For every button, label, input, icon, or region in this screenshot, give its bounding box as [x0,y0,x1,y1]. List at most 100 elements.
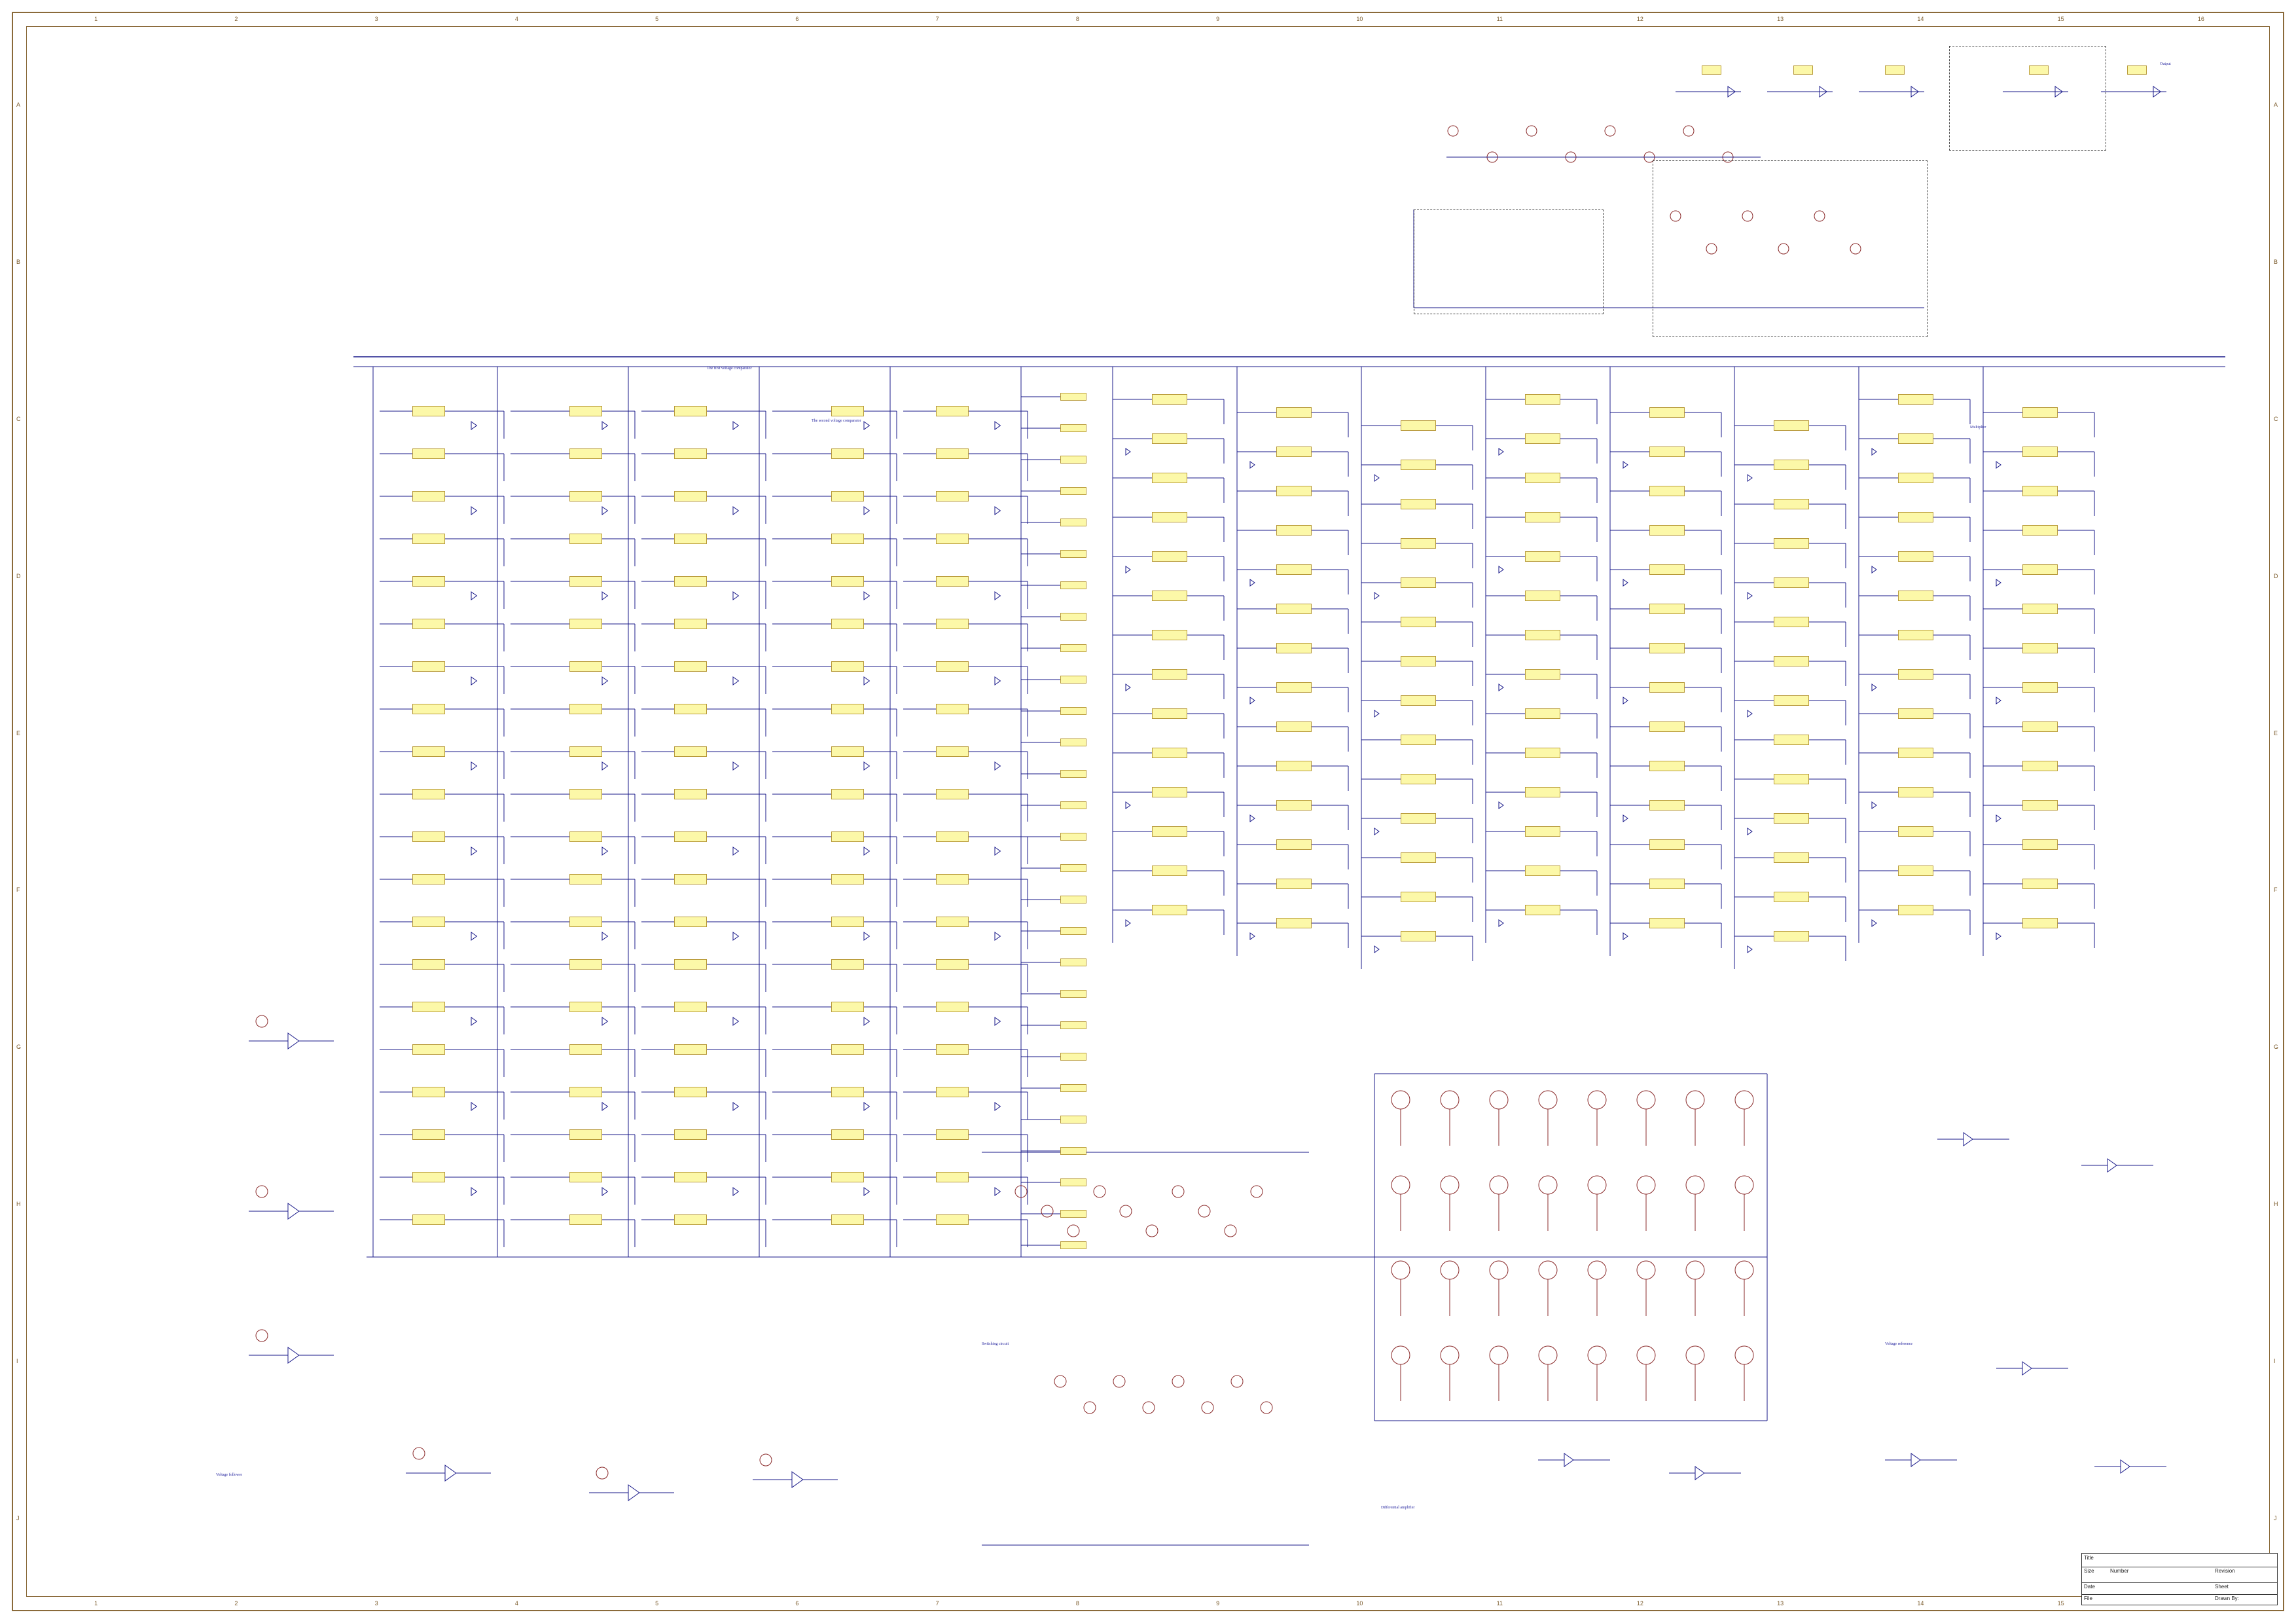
transistor-symbol [1538,1260,1558,1280]
column-marker-1-bottom: 1 [94,1600,98,1607]
op-amp-symbol [1871,448,1877,456]
comparator-block [1774,420,1809,431]
transistor-symbol [759,1453,772,1467]
op-amp-symbol [1871,919,1877,927]
label-voltage-follower: Voltage follower [216,1473,243,1477]
op-amp-symbol [471,676,478,685]
comparator-block [674,1087,707,1097]
op-amp-symbol [1249,814,1255,822]
row-marker-J-left: J [16,1515,20,1522]
column-marker-13-bottom: 13 [1777,1600,1784,1607]
op-amp-symbol [2022,1361,2032,1376]
column-marker-2-top: 2 [234,16,238,22]
op-amp-symbol [1374,474,1380,482]
comparator-block [1898,669,1933,680]
op-amp-symbol [732,932,740,941]
op-amp-symbol [1498,684,1504,691]
comparator-block [831,448,864,459]
comparator-block [1060,1178,1086,1186]
column-marker-9-top: 9 [1216,16,1220,22]
comparator-block [1525,787,1560,797]
op-amp-symbol [1498,566,1504,574]
comparator-block [569,746,602,757]
comparator-block [1276,682,1312,693]
comparator-block [936,831,969,842]
comparator-block [1060,927,1086,935]
comparator-block [936,1214,969,1225]
transistor-symbol [1670,210,1681,222]
comparator-block [1060,613,1086,621]
row-marker-F-right: F [2274,886,2278,894]
comparator-block [2022,721,2058,732]
comparator-block [936,619,969,629]
op-amp-symbol [994,506,1001,515]
op-amp-symbol [1623,579,1628,587]
transistor-symbol [1636,1090,1656,1110]
comparator-block [1060,393,1086,401]
comparator-block [569,1172,602,1182]
comparator-block [2022,525,2058,536]
comparator-block [1276,643,1312,653]
row-marker-B-right: B [2274,258,2278,265]
column-marker-5-top: 5 [655,16,659,22]
comparator-block [674,831,707,842]
op-amp-symbol [1498,919,1504,927]
transistor-symbol [1489,1345,1509,1365]
row-marker-E-right: E [2274,729,2278,737]
comparator-block [1152,708,1187,719]
op-amp-symbol [601,1102,609,1111]
comparator-block [674,448,707,459]
column-marker-14-bottom: 14 [1917,1600,1924,1607]
transistor-symbol [1538,1090,1558,1110]
title-block-number-label: Number [2110,1568,2129,1574]
transistor-symbol [1636,1175,1656,1195]
sheet-inner-frame [26,26,2270,1597]
op-amp-symbol [287,1032,300,1049]
comparator-block [1774,617,1809,627]
comparator-block [412,789,445,799]
transistor-symbol [1636,1260,1656,1280]
column-marker-5-bottom: 5 [655,1600,659,1607]
comparator-block [1060,644,1086,652]
column-marker-11-bottom: 11 [1496,1600,1503,1607]
op-amp-symbol [732,421,740,430]
row-marker-B-left: B [16,258,21,265]
comparator-block [1060,581,1086,589]
comparator-block [1774,813,1809,824]
comparator-block [569,491,602,501]
label-first-comparator: The first voltage comparator [707,367,752,371]
transistor-symbol [1447,125,1459,137]
comparator-block [1152,826,1187,837]
transistor-symbol [1440,1175,1460,1195]
transistor-symbol [1014,1185,1028,1198]
comparator-block [1060,676,1086,684]
transistor-symbol [1706,243,1717,255]
comparator-block [674,1172,707,1182]
op-amp-symbol [1623,697,1628,704]
comparator-block [674,619,707,629]
transistor-symbol [1067,1224,1080,1237]
column-marker-16-top: 16 [2197,16,2204,22]
comparator-block [1525,394,1560,405]
comparator-block [936,1044,969,1055]
comparator-block [1152,669,1187,680]
comparator-block [2022,447,2058,457]
comparator-block [1525,433,1560,444]
comparator-block [569,1129,602,1140]
transistor-symbol [1587,1345,1607,1365]
comparator-block [1401,774,1436,784]
op-amp-symbol [863,591,870,600]
comparator-block [1898,630,1933,640]
comparator-block [1060,1147,1086,1155]
row-marker-H-left: H [16,1201,21,1208]
comparator-block [2022,800,2058,811]
comparator-block [2022,879,2058,889]
comparator-block [1898,591,1933,601]
transistor-symbol [1391,1345,1410,1365]
comparator-block [1276,564,1312,575]
comparator-block [1060,958,1086,966]
comparator-block [1152,551,1187,562]
transistor-symbol [1198,1205,1211,1218]
comparator-block [2022,486,2058,496]
transistor-symbol [1538,1175,1558,1195]
